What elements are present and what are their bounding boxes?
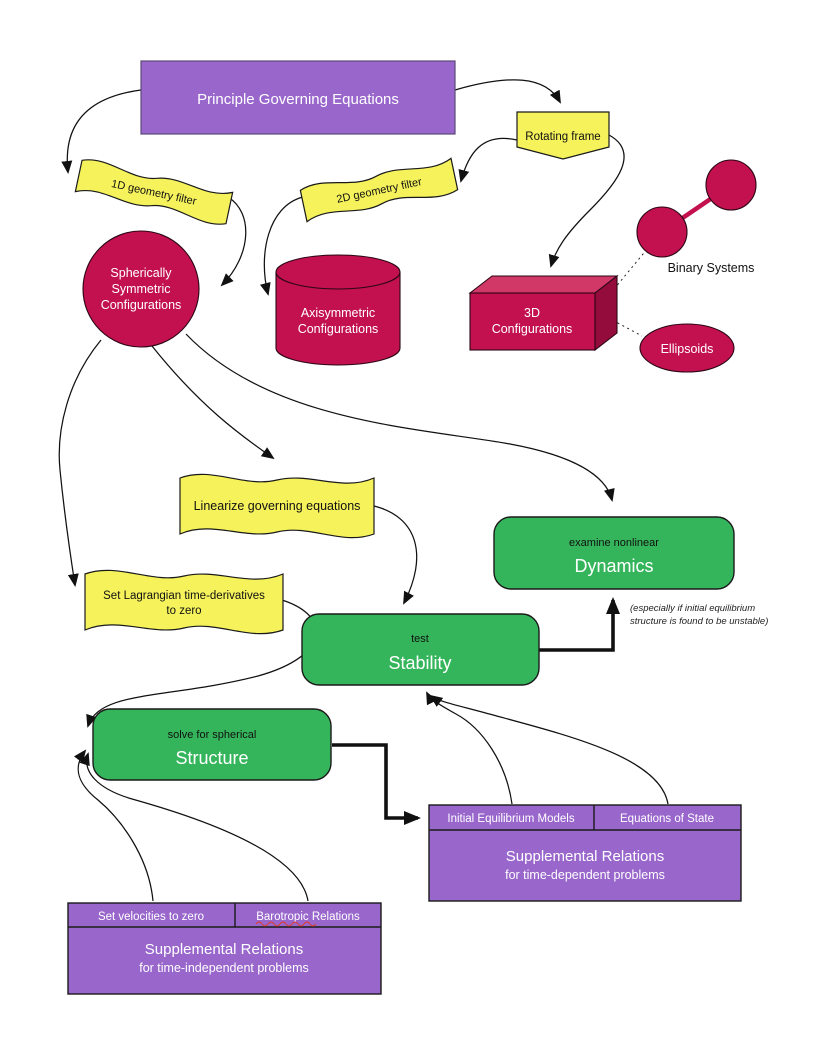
structure-subtitle: solve for spherical [168, 729, 257, 741]
arrow-2d-filter-to-axisymmetric [259, 196, 304, 296]
binary-circle-right [705, 159, 757, 211]
supp-dep-title: Supplemental Relations [506, 848, 664, 865]
node-lagrangian: Set Lagrangian time-derivatives to zero [84, 569, 284, 635]
binary-systems-label: Binary Systems [668, 261, 755, 275]
arrow-rotating-frame-to-3d [548, 134, 625, 268]
structure-title: Structure [175, 748, 248, 768]
node-principle-governing-equations: Principle Governing Equations [140, 60, 456, 135]
note-line2: structure is found to be unstable) [630, 616, 768, 627]
node-linearize: Linearize governing equations [179, 473, 375, 539]
linearize-label: Linearize governing equations [194, 499, 361, 513]
note-line1: (especially if initial equilibrium [630, 603, 755, 614]
node-ellipsoids: Ellipsoids [639, 323, 735, 373]
spherical-line3: Configurations [101, 298, 182, 312]
arrow-spherical-to-dynamics [185, 333, 615, 502]
node-rotating-frame: Rotating frame [516, 111, 610, 160]
axisymmetric-line2: Configurations [298, 322, 379, 336]
lagrangian-line2: to zero [166, 605, 201, 617]
tab-initial-equilibrium-models: Initial Equilibrium Models [447, 813, 574, 825]
arrow-rotating-frame-to-2d-filter [458, 137, 518, 183]
spellcheck-underline [255, 921, 317, 927]
dynamics-subtitle: examine nonlinear [569, 537, 659, 549]
node-dynamics: examine nonlinear Dynamics [493, 516, 735, 590]
spherical-line2: Symmetric [111, 282, 170, 296]
principle-label: Principle Governing Equations [197, 91, 399, 108]
rotating-frame-label: Rotating frame [525, 131, 600, 143]
arrow-spherical-to-linearize [151, 345, 275, 460]
3d-line1: 3D [524, 306, 540, 320]
tab-equations-of-state: Equations of State [620, 813, 714, 825]
node-2d-geometry-filter: 2D geometry filter [299, 157, 459, 223]
arrow-principle-to-1d-filter [61, 89, 142, 174]
dynamics-title: Dynamics [574, 556, 653, 576]
node-supplemental-time-dependent: Initial Equilibrium Models Equations of … [428, 804, 742, 902]
stability-subtitle: test [411, 633, 429, 645]
node-3d-configurations: 3D Configurations [468, 274, 619, 352]
node-structure: solve for spherical Structure [92, 708, 332, 781]
supp-dep-subtitle: for time-dependent problems [505, 868, 665, 882]
arrow-tab-barotropic-to-structure [79, 752, 309, 902]
arrow-1d-filter-to-spherical [220, 196, 247, 287]
node-spherically-symmetric: Spherically Symmetric Configurations [82, 230, 200, 348]
tab-set-velocities-to-zero: Set velocities to zero [98, 911, 204, 923]
node-axisymmetric: Axisymmetric Configurations [275, 254, 401, 366]
node-supplemental-time-independent: Set velocities to zero Barotropic Relati… [67, 902, 382, 995]
binary-circle-left [636, 206, 688, 258]
note-unstable: (especially if initial equilibrium struc… [630, 603, 768, 627]
arrow-linearize-to-stability [373, 505, 418, 605]
node-stability: test Stability [301, 613, 540, 686]
arrow-tab-equations-of-state-to-stability [429, 694, 669, 805]
node-1d-geometry-filter: 1D geometry filter [74, 159, 234, 225]
3d-line2: Configurations [492, 322, 573, 336]
supp-indep-title: Supplemental Relations [145, 941, 303, 958]
node-binary-systems: Binary Systems [636, 159, 757, 275]
axisymmetric-line1: Axisymmetric [301, 306, 375, 320]
arrow-structure-to-supplemental [332, 743, 421, 825]
tab-barotropic-relations: Barotropic Relations [256, 911, 360, 923]
arrow-spherical-to-lagrangian [58, 339, 102, 587]
arrow-tab-initial-equilibrium-to-stability [426, 691, 513, 805]
spherical-line1: Spherically [110, 266, 172, 280]
arrow-stability-to-dynamics [539, 597, 620, 652]
arrow-principle-to-rotating-frame [454, 79, 561, 104]
supp-indep-subtitle: for time-independent problems [139, 961, 309, 975]
stability-title: Stability [388, 653, 451, 673]
ellipsoids-label: Ellipsoids [661, 342, 714, 356]
lagrangian-line1: Set Lagrangian time-derivatives [103, 590, 265, 602]
arrow-tab-set-velocities-to-structure [73, 749, 154, 902]
